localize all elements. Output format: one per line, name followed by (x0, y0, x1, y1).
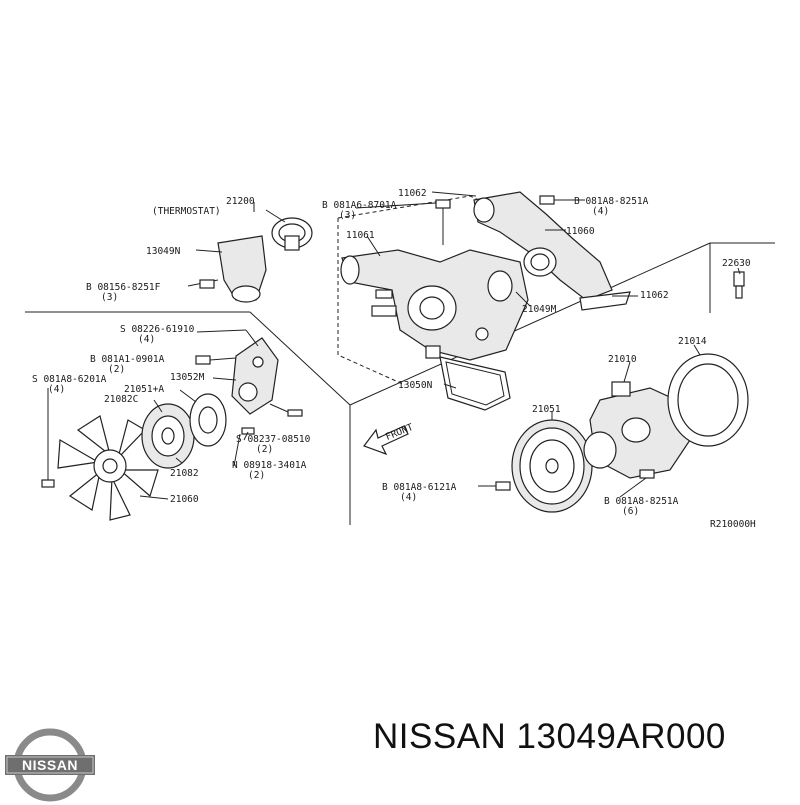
label-11062-top: 11062 (398, 188, 427, 199)
label-21060: 21060 (170, 494, 199, 505)
label-081a1-0901a: B 081A1-0901A (90, 354, 165, 365)
fan-coupling-21082 (141, 403, 195, 469)
label-081a8-6201a-qty: (4) (48, 384, 65, 395)
label-11062-bottom: 11062 (640, 290, 669, 301)
label-08237-08510: S 08237-08510 (236, 434, 311, 445)
front-arrow (363, 425, 409, 456)
label-081a8-6121a-qty: (4) (400, 492, 417, 503)
label-08918-3401a: N 08918-3401A (232, 460, 307, 471)
nissan-logo: NISSAN (5, 728, 95, 802)
label-21010: 21010 (608, 354, 637, 365)
label-081a8-8251a-top: B 081A8-8251A (574, 196, 649, 207)
label-21051a: 21051+A (124, 384, 164, 395)
label-081a8-8251a-bottom: B 081A8-8251A (604, 496, 679, 507)
gasket-13050n (439, 356, 511, 411)
caption-part-number: 13049AR000 (516, 717, 726, 756)
bolt-081a6 (355, 199, 451, 245)
label-front: FRONT (384, 422, 415, 443)
bolts-pump-group (478, 469, 655, 498)
label-081a8-6201a: S 081A8-6201A (32, 374, 107, 385)
bracket-13052m (231, 337, 279, 415)
leader-lines (139, 191, 701, 500)
water-pump-body-21010 (583, 381, 691, 479)
label-13052m: 13052M (170, 372, 205, 383)
label-08156-qty: (3) (101, 292, 118, 303)
section-dividers (25, 242, 775, 525)
label-081a8-8251a-top-qty: (4) (592, 206, 609, 217)
logo-text: NISSAN (22, 757, 78, 773)
label-thermostat: (THERMOSTAT) (152, 206, 221, 217)
label-081a1-qty: (2) (108, 364, 125, 375)
label-08918-qty: (2) (248, 470, 265, 481)
label-r210000h: R210000H (710, 519, 756, 530)
logo-emblem (5, 728, 95, 802)
part-caption: NISSAN 13049AR000 (373, 717, 726, 757)
label-08156-8251f: B 08156-8251F (86, 282, 161, 293)
label-22630: 22630 (722, 258, 751, 269)
temperature-sensor-22630 (733, 267, 745, 299)
label-081a6-qty: (3) (339, 210, 356, 221)
gasket-21014 (667, 353, 749, 447)
water-outlet-housing (340, 249, 529, 361)
label-08226-qty: (4) (138, 334, 155, 345)
thermostat-part (265, 209, 313, 251)
water-inlet-13049n (195, 235, 267, 303)
label-21014: 21014 (678, 336, 707, 347)
caption-brand: NISSAN (373, 717, 507, 756)
fan-pulley-21051 (189, 393, 227, 447)
water-pump-pulley-21051 (511, 419, 593, 513)
fan-blades-21060 (57, 415, 159, 521)
label-08226-61910: S 08226-61910 (120, 324, 195, 335)
label-21049m: 21049M (522, 304, 557, 315)
label-081a8-8251a-bottom-qty: (6) (622, 506, 639, 517)
label-13049n: 13049N (146, 246, 181, 257)
label-11061: 11061 (346, 230, 375, 241)
bolt-08156 (187, 279, 219, 289)
label-21051: 21051 (532, 404, 561, 415)
bolts-fan-group (41, 355, 303, 488)
label-11060: 11060 (566, 226, 595, 237)
label-13050n: 13050N (398, 380, 433, 391)
label-21200: 21200 (226, 196, 255, 207)
label-081a8-6121a: B 081A8-6121A (382, 482, 457, 493)
label-21082c: 21082C (104, 394, 138, 405)
label-08237-qty: (2) (256, 444, 273, 455)
label-21082: 21082 (170, 468, 199, 479)
label-081a6-8701a: B 081A6-8701A (322, 200, 397, 211)
